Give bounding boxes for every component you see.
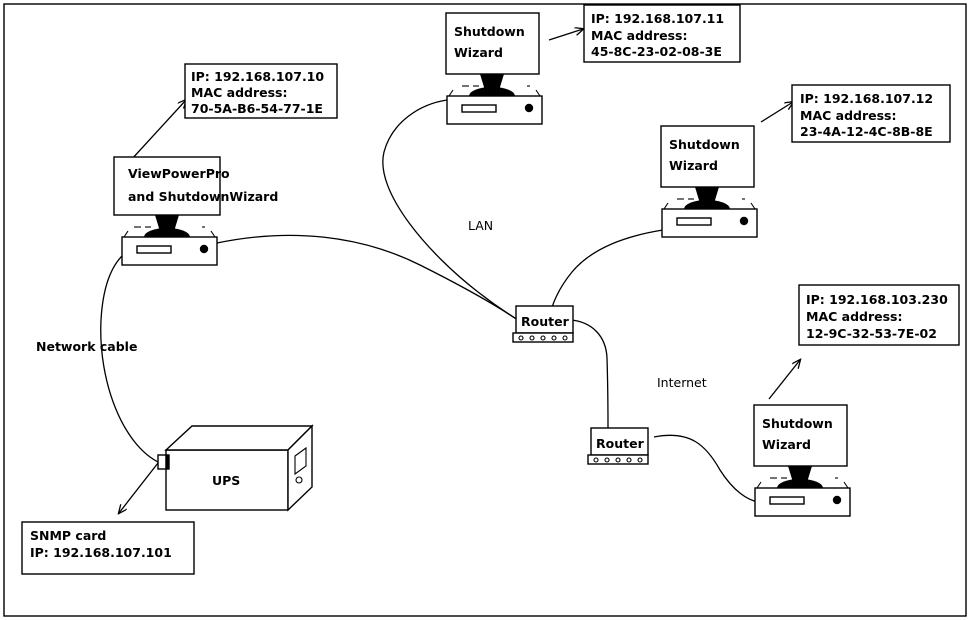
note-line-mac-label: MAC address: bbox=[800, 108, 897, 123]
router-port-1-icon bbox=[593, 457, 599, 463]
note-line-mac-label: MAC address: bbox=[806, 309, 903, 324]
link-label-internet: Internet bbox=[657, 375, 707, 390]
monitor-screen bbox=[753, 404, 848, 467]
pc-label-line2: Wizard bbox=[669, 158, 718, 173]
note-sw-right: IP: 192.168.107.12 MAC address: 23-4A-12… bbox=[791, 84, 951, 143]
router-port-5-icon bbox=[562, 335, 568, 341]
chassis-corner-right bbox=[535, 89, 541, 97]
note-line-mac-value: 70-5A-B6-54-77-1E bbox=[191, 101, 323, 116]
power-button-icon bbox=[832, 495, 842, 505]
pc-label-line1: Shutdown bbox=[454, 24, 525, 39]
node-pc-shutdownwizard-top[interactable]: Shutdown Wizard bbox=[445, 12, 543, 125]
chassis-corner-left bbox=[448, 89, 454, 97]
drive-bay bbox=[769, 496, 805, 505]
link-label-network-cable: Network cable bbox=[36, 339, 137, 354]
cable-router-to-router bbox=[570, 319, 609, 429]
cable-swtop-to-router bbox=[382, 99, 522, 323]
note-box bbox=[583, 4, 741, 63]
note-box bbox=[798, 284, 960, 346]
cable-swright-to-router bbox=[549, 229, 664, 316]
drive-bay bbox=[136, 245, 172, 254]
ups-right-face bbox=[287, 424, 313, 512]
cable-ups-to-vpp bbox=[100, 253, 161, 464]
chassis-corner-right bbox=[843, 481, 849, 489]
link-label-lan: LAN bbox=[468, 218, 493, 233]
pc-label-line2: Wizard bbox=[454, 45, 503, 60]
monitor-screen bbox=[660, 125, 755, 188]
router-port-5-icon bbox=[637, 457, 643, 463]
note-box bbox=[791, 84, 951, 143]
router-port-strip bbox=[512, 332, 574, 343]
chassis-corner-left bbox=[123, 230, 129, 238]
note-sw-remote: IP: 192.168.103.230 MAC address: 12-9C-3… bbox=[798, 284, 960, 346]
node-pc-shutdownwizard-right[interactable]: Shutdown Wizard bbox=[660, 125, 758, 238]
power-button-icon bbox=[739, 216, 749, 226]
node-router-lan[interactable]: Router bbox=[512, 305, 574, 343]
drive-bay bbox=[676, 217, 712, 226]
router-port-3-icon bbox=[540, 335, 546, 341]
note-line-mac-value: 23-4A-12-4C-8B-8E bbox=[800, 124, 933, 139]
router-port-1-icon bbox=[518, 335, 524, 341]
chassis-corner-right bbox=[750, 202, 756, 210]
node-ups[interactable]: UPS bbox=[157, 424, 314, 512]
ups-button-icon bbox=[295, 476, 303, 484]
pc-label-line1: Shutdown bbox=[669, 137, 740, 152]
ups-top-face bbox=[164, 425, 314, 451]
chassis-corner-left bbox=[663, 202, 669, 210]
note-box bbox=[21, 521, 195, 575]
power-button-icon bbox=[524, 103, 534, 113]
node-router-internet[interactable]: Router bbox=[587, 427, 649, 465]
cable-router-to-swremote bbox=[653, 434, 759, 503]
ups-label: UPS bbox=[212, 473, 240, 488]
pc-label-line1: ViewPowerPro bbox=[128, 166, 230, 181]
pc-label-line1: Shutdown bbox=[762, 416, 833, 431]
note-line-ip: IP: 192.168.103.230 bbox=[806, 292, 948, 307]
leader-arrow-sw-top bbox=[548, 29, 583, 41]
node-pc-viewpowerpro[interactable]: ViewPowerPro and ShutdownWizard bbox=[113, 156, 278, 266]
note-box bbox=[184, 63, 338, 119]
note-line-ip: IP: 192.168.107.12 bbox=[800, 91, 933, 106]
note-vpp: IP: 192.168.107.10 MAC address: 70-5A-B6… bbox=[184, 63, 338, 119]
note-line-title: SNMP card bbox=[30, 528, 106, 543]
leader-arrow-sw-right bbox=[760, 102, 793, 123]
note-line-mac-value: 45-8C-23-02-08-3E bbox=[591, 44, 722, 59]
note-snmp: SNMP card IP: 192.168.107.101 bbox=[21, 521, 195, 575]
note-line-ip: IP: 192.168.107.101 bbox=[30, 545, 172, 560]
note-line-ip: IP: 192.168.107.11 bbox=[591, 11, 724, 26]
leader-arrow-sw-remote bbox=[768, 360, 800, 400]
note-line-mac-value: 12-9C-32-53-7E-02 bbox=[806, 326, 937, 341]
chassis-corner-right bbox=[210, 230, 216, 238]
note-sw-top: IP: 192.168.107.11 MAC address: 45-8C-23… bbox=[583, 4, 741, 63]
note-line-mac-label: MAC address: bbox=[591, 28, 688, 43]
pc-label-line2: and ShutdownWizard bbox=[128, 189, 278, 204]
ups-display-icon bbox=[294, 446, 307, 476]
router-port-2-icon bbox=[604, 457, 610, 463]
cable-vpp-to-router bbox=[216, 234, 519, 321]
router-label: Router bbox=[596, 436, 645, 451]
drive-bay bbox=[461, 104, 497, 113]
note-line-ip: IP: 192.168.107.10 bbox=[191, 69, 324, 84]
node-pc-shutdownwizard-remote[interactable]: Shutdown Wizard bbox=[753, 404, 851, 517]
chassis-corner-left bbox=[756, 481, 762, 489]
router-port-3-icon bbox=[615, 457, 621, 463]
note-line-mac-label: MAC address: bbox=[191, 85, 288, 100]
router-port-4-icon bbox=[551, 335, 557, 341]
pc-label-line2: Wizard bbox=[762, 437, 811, 452]
leader-arrow-snmp bbox=[119, 462, 159, 513]
router-body bbox=[515, 305, 574, 334]
leader-arrow-vpp bbox=[130, 100, 186, 161]
router-port-2-icon bbox=[529, 335, 535, 341]
router-label: Router bbox=[521, 314, 570, 329]
router-port-4-icon bbox=[626, 457, 632, 463]
monitor-screen bbox=[113, 156, 221, 216]
router-port-strip bbox=[587, 454, 649, 465]
monitor-screen bbox=[445, 12, 540, 75]
ups-snmp-port bbox=[157, 454, 170, 470]
power-button-icon bbox=[199, 244, 209, 254]
